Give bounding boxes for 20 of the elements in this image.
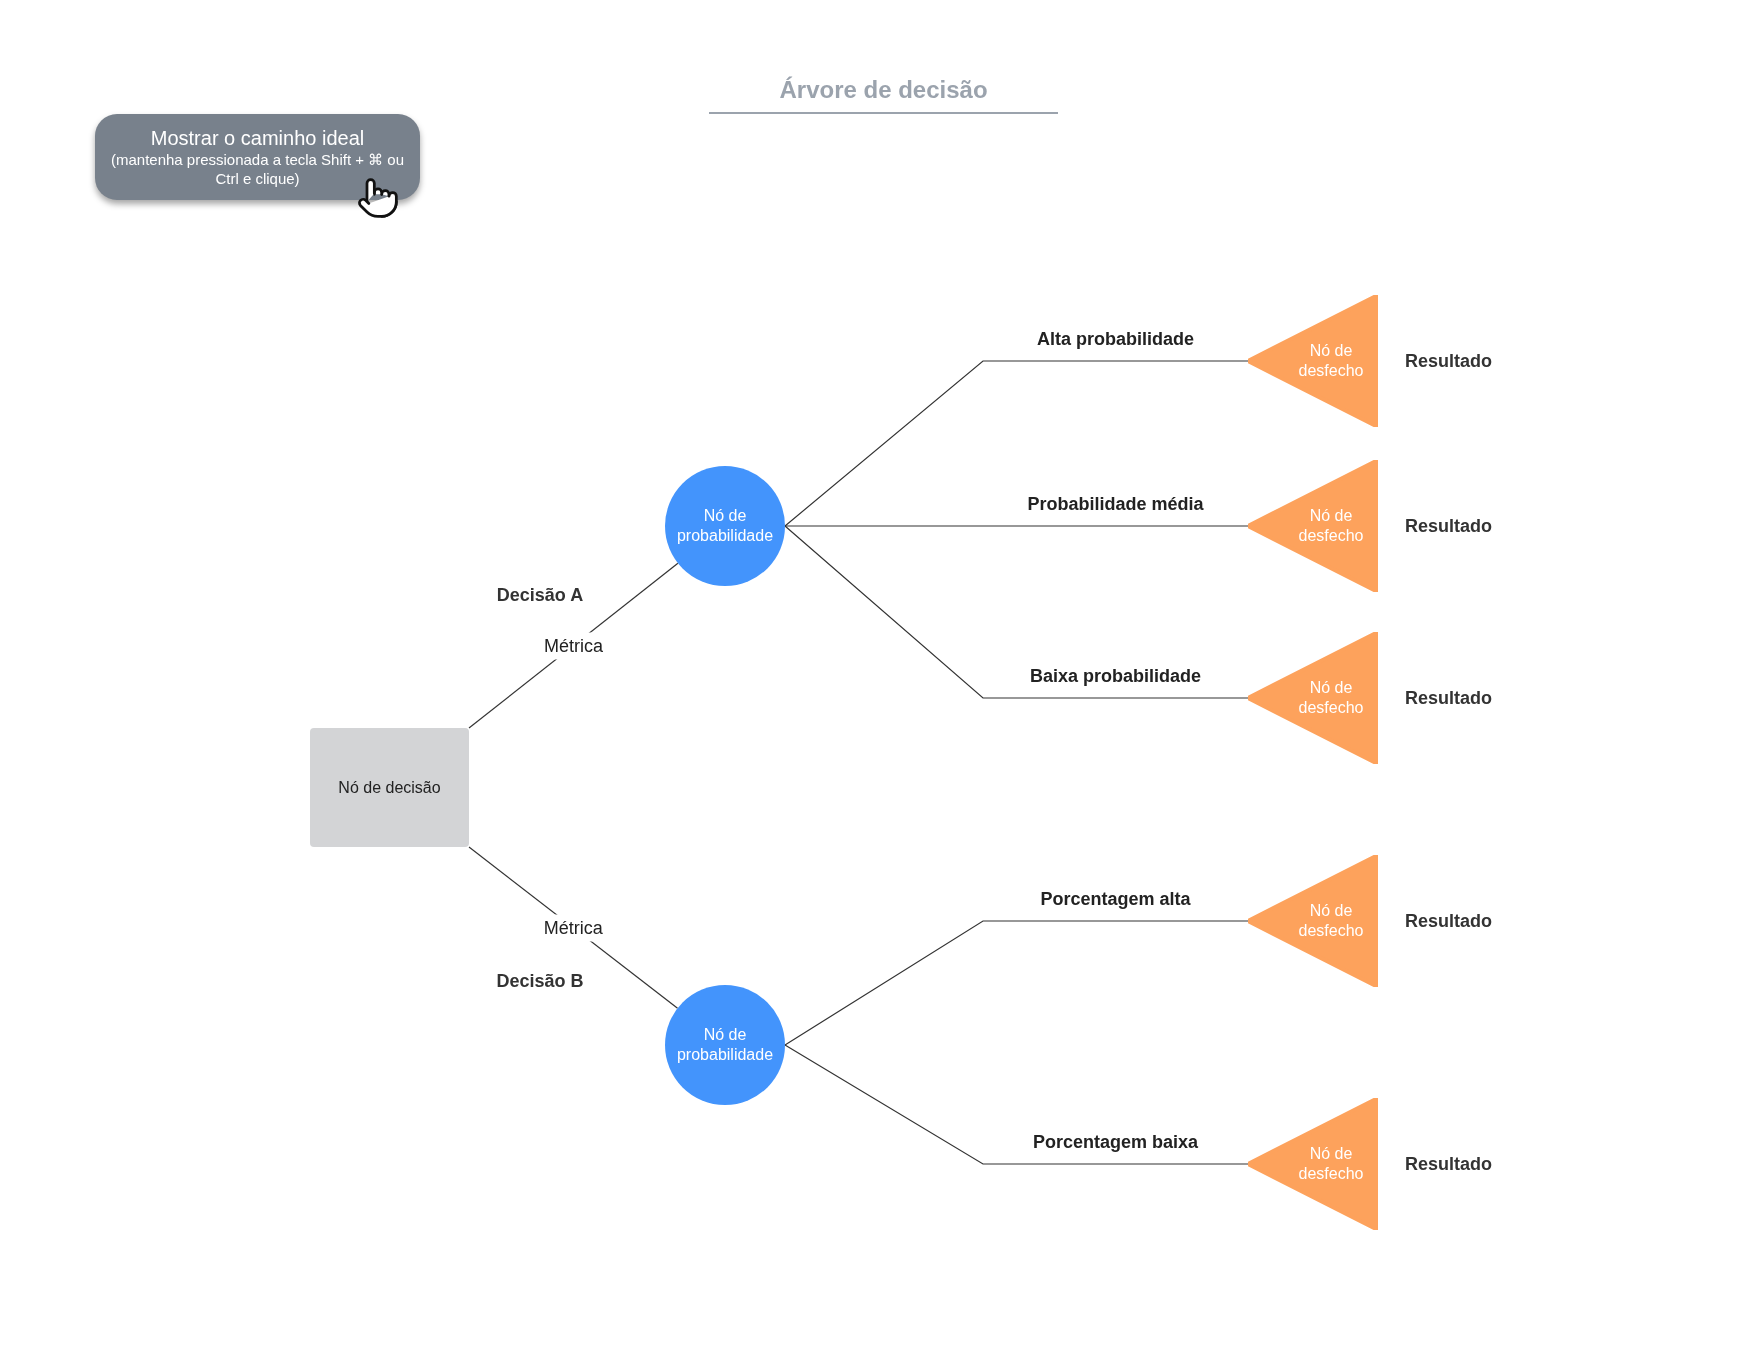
connector-line xyxy=(784,525,1249,527)
outcome-node-triangle: Nó de desfecho xyxy=(1248,1098,1378,1230)
result-label: Resultado xyxy=(1405,909,1492,933)
result-label: Resultado xyxy=(1405,1152,1492,1176)
outcome-node-triangle: Nó de desfecho xyxy=(1248,855,1378,987)
connector-line xyxy=(784,525,1249,699)
decision-node-box: Nó de decisão xyxy=(310,728,469,847)
result-label: Resultado xyxy=(1405,514,1492,538)
diagram-title: Árvore de decisão xyxy=(709,72,1058,114)
branch-label: Decisão B xyxy=(496,969,584,993)
outcome-node-triangle: Nó de desfecho xyxy=(1248,295,1378,427)
result-label: Resultado xyxy=(1405,686,1492,710)
show-ideal-path-button: Mostrar o caminho ideal (mantenha pressionada a tecla Shift + ⌘ ou Ctrl e clique) xyxy=(95,114,420,200)
outcome-node-triangle: Nó de desfecho xyxy=(1248,632,1378,764)
result-label: Resultado xyxy=(1405,349,1492,373)
connector-line xyxy=(784,1044,1249,1165)
connector-line xyxy=(784,360,1249,527)
branch-label: Decisão A xyxy=(496,583,584,607)
connector-line xyxy=(784,920,1249,1046)
outcome-node-triangle: Nó de desfecho xyxy=(1248,460,1378,592)
